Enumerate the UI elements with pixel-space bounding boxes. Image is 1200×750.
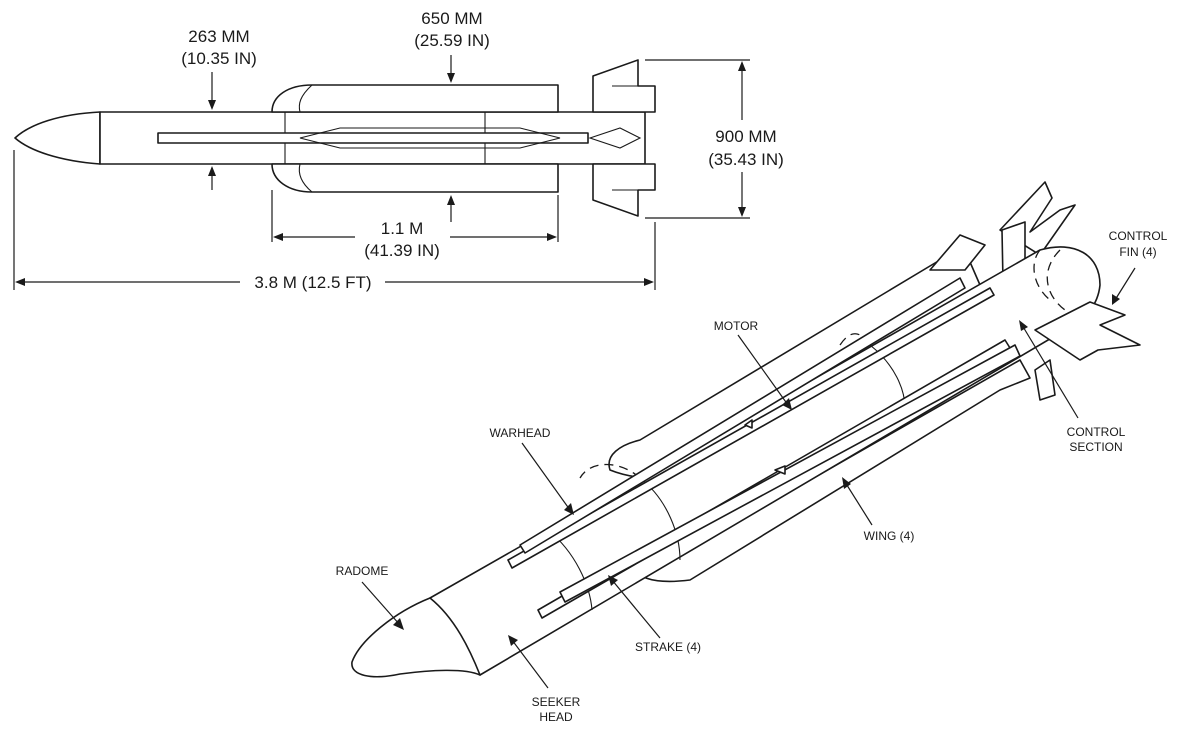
- iso-control-fin-right: [1034, 301, 1141, 361]
- body-diameter-in-label: (10.35 IN): [181, 49, 257, 68]
- component-labels: RADOME SEEKER HEAD WARHEAD STRAKE (4) MO…: [336, 229, 1168, 724]
- wing-label: WING (4): [864, 529, 915, 543]
- warhead-label: WARHEAD: [490, 426, 551, 440]
- seeker-label: SEEKER: [532, 695, 581, 709]
- side-view-dimension-lines: [13, 55, 750, 290]
- radome-label: RADOME: [336, 564, 389, 578]
- fin-span-in-label: (35.43 IN): [708, 150, 784, 169]
- side-view-wing-bottom: [271, 163, 559, 193]
- wing-length-in-label: (41.39 IN): [364, 241, 440, 260]
- side-view-nose: [14, 111, 101, 165]
- wingspan-in-label: (25.59 IN): [414, 31, 490, 50]
- side-view-strake: [157, 132, 589, 144]
- motor-label: MOTOR: [714, 319, 759, 333]
- fin-span-label: 900 MM: [715, 127, 776, 146]
- iso-radome: [351, 597, 481, 678]
- isometric-view-drawing: [351, 181, 1141, 678]
- strake-label: STRAKE (4): [635, 640, 701, 654]
- wing-length-label: 1.1 M: [381, 219, 424, 238]
- wingspan-label: 650 MM: [421, 9, 482, 28]
- head-label: HEAD: [539, 710, 573, 724]
- iso-body: [429, 246, 1101, 676]
- control-section-label-2: SECTION: [1069, 440, 1122, 454]
- dimension-labels: 263 MM (10.35 IN) 650 MM (25.59 IN) 900 …: [181, 9, 784, 292]
- overall-length-label: 3.8 M (12.5 FT): [254, 273, 371, 292]
- side-view-wing-top: [271, 84, 559, 113]
- control-fin-label-2: FIN (4): [1119, 245, 1156, 259]
- control-fin-label-1: CONTROL: [1109, 229, 1168, 243]
- control-section-label-1: CONTROL: [1067, 425, 1126, 439]
- leader-lines: [361, 267, 1136, 689]
- side-view-drawing: [14, 59, 656, 217]
- body-diameter-label: 263 MM: [188, 27, 249, 46]
